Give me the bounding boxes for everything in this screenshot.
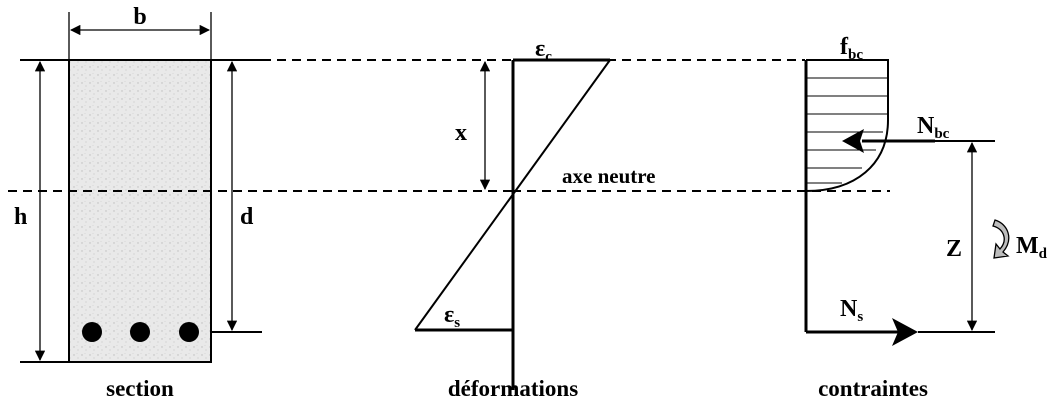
label-x: x <box>455 120 467 146</box>
section-group: b h d section <box>14 4 262 401</box>
contraintes-group: Z fbc Nbc Ns Md contraintes <box>804 34 1048 401</box>
label-md: Md <box>1016 233 1048 262</box>
nbc-arrowhead <box>842 129 864 153</box>
label-neutral-axis: axe neutre <box>562 164 656 188</box>
label-h: h <box>14 204 27 230</box>
caption-section: section <box>106 376 174 401</box>
label-eps-s: εs <box>444 302 460 331</box>
deformations-group: εc εs x axe neutre déformations <box>414 36 656 401</box>
concrete-section <box>68 59 212 363</box>
rebar-middle <box>130 322 150 342</box>
label-nbc: Nbc <box>917 113 950 142</box>
rebar-right <box>179 322 199 342</box>
caption-contraintes: contraintes <box>818 376 928 401</box>
stress-block-outline <box>805 59 889 192</box>
stress-hatching <box>806 77 888 184</box>
label-ns: Ns <box>840 296 863 325</box>
label-z: Z <box>946 236 962 262</box>
strain-diagonal <box>414 59 611 331</box>
ns-arrowhead <box>892 318 918 346</box>
moment-arrow-icon <box>992 219 1010 259</box>
label-d: d <box>240 204 254 230</box>
label-fbc: fbc <box>840 34 863 63</box>
label-eps-c: εc <box>535 36 552 65</box>
label-b: b <box>133 4 146 30</box>
caption-deformations: déformations <box>448 376 578 401</box>
rebar-left <box>82 322 102 342</box>
